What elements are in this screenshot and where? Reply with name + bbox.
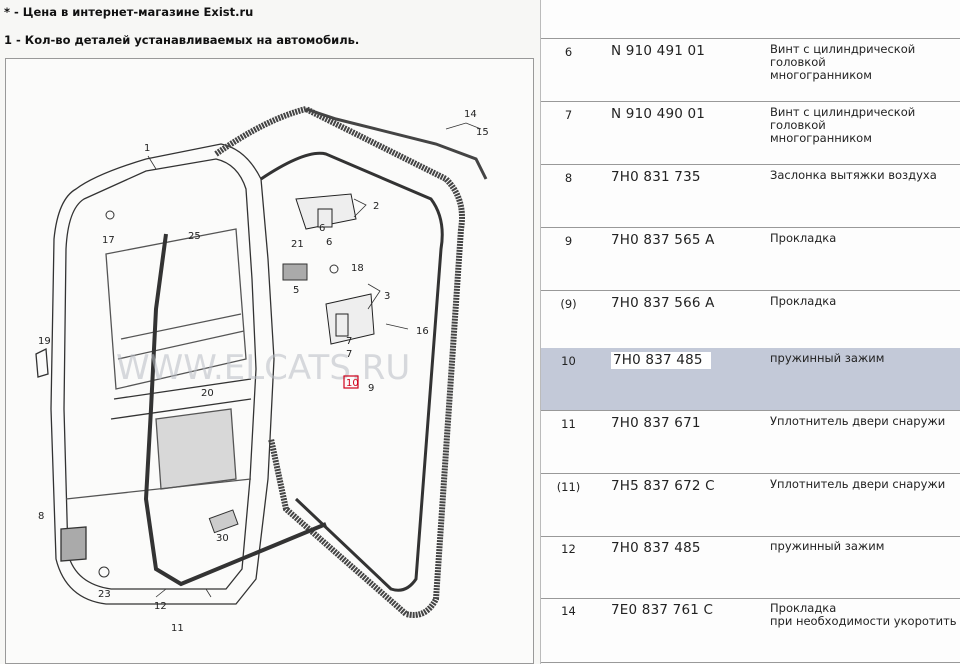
svg-text:30: 30	[216, 533, 229, 544]
legend-price: *- Цена в интернет-магазине Exist.ru	[4, 5, 254, 19]
svg-text:8: 8	[38, 511, 44, 522]
svg-text:5: 5	[293, 285, 299, 296]
table-row-selected[interactable]: 10 7H0 837 485 пружинный зажим	[541, 348, 960, 411]
door-body	[35, 143, 275, 605]
svg-text:25: 25	[188, 231, 201, 242]
svg-text:10: 10	[346, 378, 359, 389]
svg-text:20: 20	[201, 388, 214, 399]
svg-text:19: 19	[38, 336, 51, 347]
svg-text:1: 1	[144, 143, 150, 154]
svg-text:7: 7	[346, 336, 352, 347]
svg-text:23: 23	[98, 589, 111, 600]
lower-seal-strip	[143, 233, 327, 587]
svg-text:17: 17	[102, 235, 115, 246]
svg-text:7: 7	[346, 349, 352, 360]
diagram-panel: *- Цена в интернет-магазине Exist.ru 1- …	[4, 5, 534, 664]
parts-table: 6 N 910 491 01 Винт с цилиндрической гол…	[540, 0, 960, 664]
svg-text:15: 15	[476, 127, 489, 138]
svg-text:6: 6	[319, 223, 325, 234]
callout-10-highlight	[343, 375, 359, 389]
table-row[interactable]: 8 7H0 831 735 Заслонка вытяжки воздуха	[541, 165, 960, 228]
watermark: WWW.ELCATS.RU	[116, 348, 410, 388]
leader-lines	[147, 122, 482, 598]
svg-text:9: 9	[368, 383, 374, 394]
svg-text:18: 18	[351, 263, 364, 274]
part-18	[329, 264, 339, 274]
svg-text:3: 3	[384, 291, 390, 302]
svg-text:12: 12	[154, 601, 167, 612]
table-row[interactable]: 11 7H0 837 671 Уплотнитель двери снаружи	[541, 411, 960, 474]
table-row[interactable]: (11) 7H5 837 672 C Уплотнитель двери сна…	[541, 474, 960, 537]
door-seal	[214, 105, 465, 618]
svg-text:6: 6	[326, 237, 332, 248]
door-exploded-view: WWW.ELCATS.RU 1 2 3 5 6 7 9 10 11 12 14 …	[35, 105, 489, 634]
hinge-upper	[295, 193, 357, 230]
table-row[interactable]: 6 N 910 491 01 Винт с цилиндрической гол…	[541, 39, 960, 102]
legend-quantity: 1- Кол-во деталей устанавливаемых на авт…	[4, 33, 360, 47]
part-23	[98, 566, 110, 578]
part-17	[105, 210, 115, 220]
inner-seal	[260, 151, 444, 592]
table-row[interactable]: 9 7H0 837 565 A Прокладка	[541, 228, 960, 291]
table-row[interactable]: 7 N 910 490 01 Винт с цилиндрической гол…	[541, 102, 960, 165]
svg-text:16: 16	[416, 326, 429, 337]
part-30	[208, 509, 239, 534]
top-gasket	[305, 107, 488, 180]
part-21	[282, 263, 308, 281]
table-row[interactable]: (9) 7H0 837 566 A Прокладка	[541, 291, 960, 354]
svg-text:14: 14	[464, 109, 477, 120]
svg-text:2: 2	[373, 201, 379, 212]
table-row[interactable]: 12 7H0 837 485 пружинный зажим	[541, 536, 960, 599]
svg-text:21: 21	[291, 239, 304, 250]
parts-diagram[interactable]: WWW.ELCATS.RU 1 2 3 5 6 7 9 10 11 12 14 …	[5, 58, 534, 664]
callout-labels: 1 2 3 5 6 7 9 10 11 12 14 15 16 17 18 19…	[38, 109, 489, 634]
svg-text:11: 11	[171, 623, 184, 634]
hinge-lower	[325, 293, 375, 345]
table-header-gap	[541, 0, 960, 39]
